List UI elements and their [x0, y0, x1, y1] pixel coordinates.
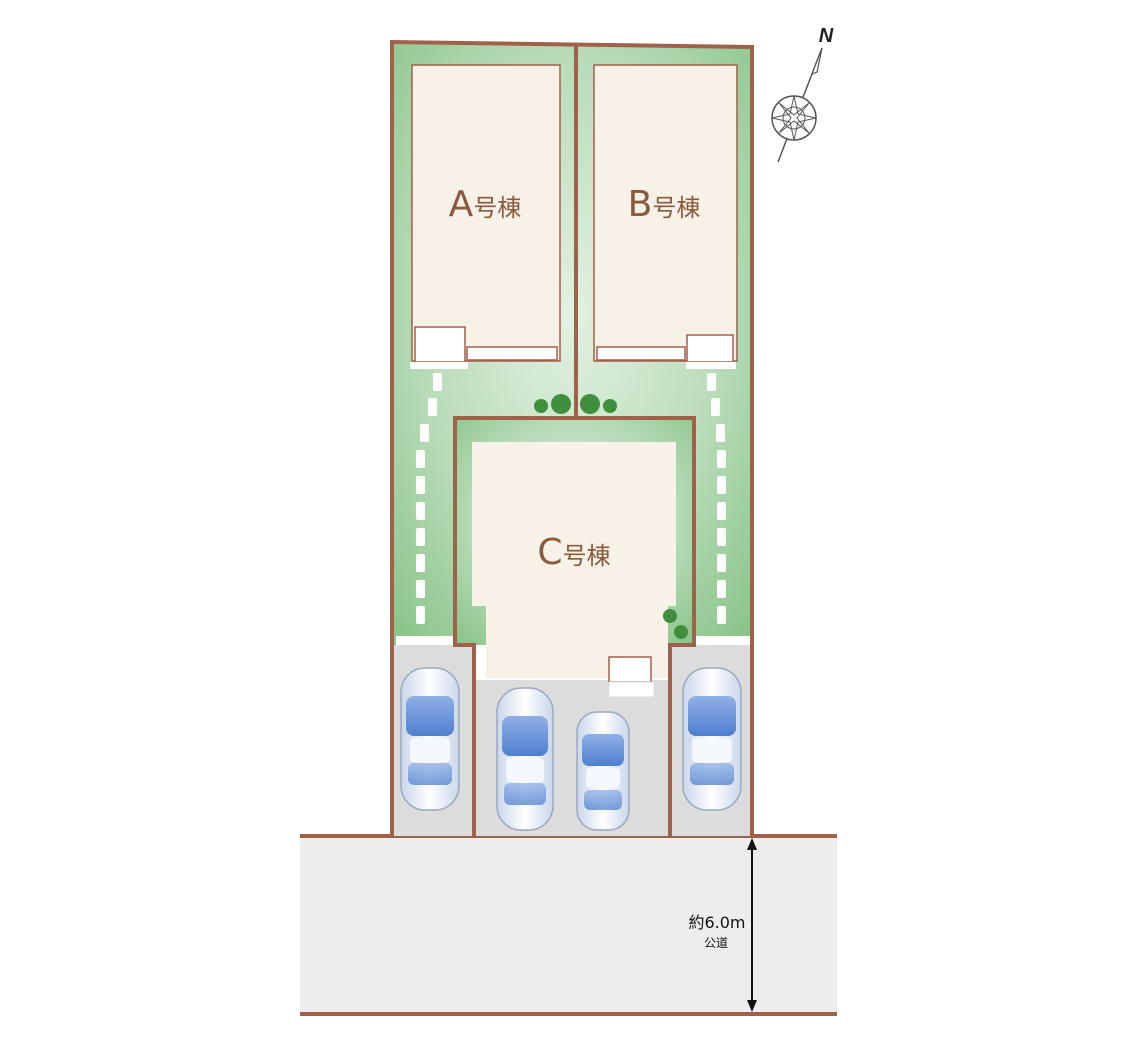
car-2: [496, 687, 554, 831]
road-type-label: 公道: [704, 936, 728, 950]
shrub: [534, 399, 548, 413]
entrance-a: [414, 326, 466, 363]
lot-c-boundary: [453, 416, 696, 836]
arrow-down-icon: [747, 1000, 757, 1012]
building-a: A号棟: [410, 64, 561, 369]
shrub: [580, 394, 600, 414]
north-label: N: [819, 25, 834, 47]
lot-outer-boundary: [390, 39, 754, 836]
road-width-label: 約6.0m: [688, 913, 745, 932]
entrance-c-step: [608, 681, 655, 698]
building-b-label: B号棟: [628, 184, 701, 225]
north-compass: N: [771, 25, 834, 163]
shrub: [674, 625, 688, 639]
shrub: [551, 394, 571, 414]
entrance-b: [686, 334, 734, 363]
entrance-c: [608, 656, 652, 683]
shrub: [603, 399, 617, 413]
building-b: B号棟: [593, 64, 738, 369]
terrace-b: [596, 346, 686, 361]
building-c-label: C号棟: [537, 532, 610, 573]
car-4: [682, 667, 742, 811]
terrace-a: [466, 346, 558, 361]
property-boundaries: [390, 39, 754, 836]
car-3: [576, 711, 630, 831]
walkway-right: [696, 373, 750, 645]
building-a-label: A号棟: [449, 184, 522, 225]
shrub: [663, 609, 677, 623]
walkway-left: [396, 373, 454, 645]
road-width-dimension: 約6.0m 公道: [682, 838, 757, 1012]
shrubs: [534, 394, 688, 639]
building-c: C号棟: [472, 442, 676, 698]
car-1: [400, 667, 460, 811]
road-surface: [300, 836, 837, 1014]
compass-rose-icon: [771, 95, 817, 141]
arrow-up-icon: [747, 838, 757, 850]
public-road: [300, 834, 837, 1016]
